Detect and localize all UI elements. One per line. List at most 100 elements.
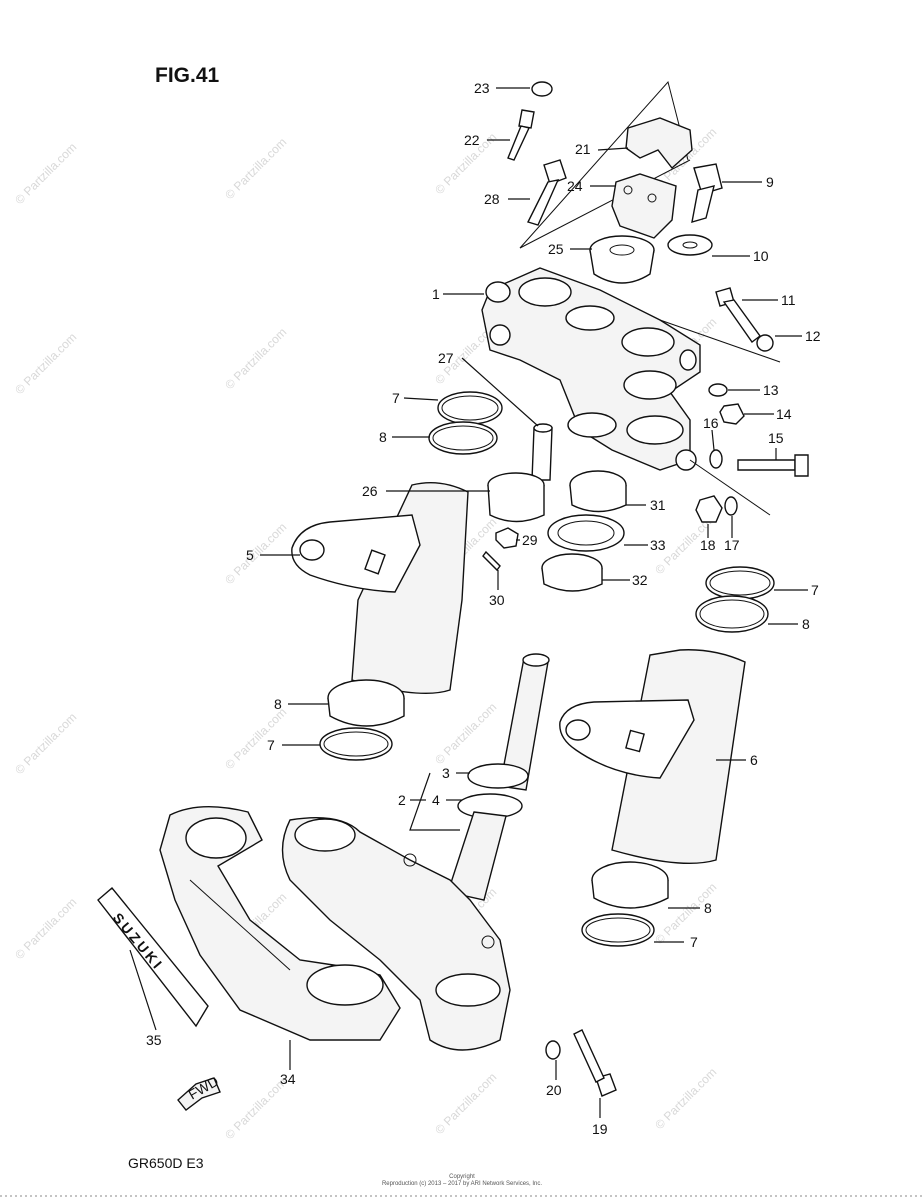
bracket-slot: [364, 549, 386, 575]
callout-2: 2: [398, 792, 406, 808]
copyright-line-1: Copyright: [449, 1174, 475, 1180]
upper-bracket-1: [481, 267, 781, 516]
lower-bracket: [281, 817, 511, 1051]
callout-11: 11: [781, 292, 796, 308]
callout-8: 8: [704, 900, 712, 916]
callout-35: 35: [146, 1032, 162, 1048]
washer-bore: [682, 241, 698, 249]
cushion-bore: [609, 244, 635, 256]
leader: [403, 397, 439, 401]
callout-7: 7: [267, 737, 275, 753]
callout-16: 16: [703, 415, 719, 431]
watermark: © Partzilla.com: [432, 1070, 499, 1137]
hole: [623, 185, 633, 195]
panel-hole: [306, 964, 384, 1006]
headlight-bracket-arm: [559, 699, 695, 779]
bolt-15-head: [794, 454, 809, 477]
bolt-28-head: [543, 159, 567, 185]
spacer-27-top: [533, 423, 553, 433]
ring-7: [437, 391, 503, 425]
panel-hole: [185, 817, 247, 859]
bearing-3: [467, 763, 529, 789]
callout-13: 13: [763, 382, 779, 398]
ring-7: [581, 913, 655, 947]
bracket-ear: [485, 281, 511, 303]
callout-32: 32: [632, 572, 648, 588]
callout-4: 4: [432, 792, 440, 808]
hole: [647, 193, 657, 203]
callout-26: 26: [362, 483, 378, 499]
bracket-ear: [489, 324, 511, 346]
callout-28: 28: [484, 191, 500, 207]
fork-cover-5: [291, 482, 469, 695]
callout-1: 1: [432, 286, 440, 302]
callout-3: 3: [442, 765, 450, 781]
bracket-hole: [626, 415, 684, 445]
bracket-bolt: [403, 853, 417, 867]
watermark: © Partzilla.com: [222, 705, 289, 772]
bolt-11-shank: [722, 299, 761, 343]
callout-19: 19: [592, 1121, 608, 1137]
leader: [409, 772, 460, 831]
watermark: © Partzilla.com: [12, 140, 79, 207]
bolt-15-shank: [737, 459, 796, 471]
bracket-slot: [625, 729, 645, 753]
bolt-22-shank: [507, 125, 530, 161]
ring-7: [705, 566, 775, 600]
ring-8-body: [591, 879, 669, 909]
stem-top: [522, 653, 550, 667]
callout-24: 24: [567, 178, 583, 194]
rings-upper-left: [428, 391, 503, 455]
bolt-19-shank: [573, 1029, 605, 1083]
handlebar-clamp-assembly: [507, 80, 723, 284]
callout-20: 20: [546, 1082, 562, 1098]
nut-18: [695, 495, 723, 523]
bracket-hole: [565, 305, 615, 331]
ring-8-inner: [432, 425, 494, 451]
ring-7-inner: [323, 731, 389, 757]
leader: [461, 357, 539, 427]
cap-23: [531, 81, 553, 97]
bolt-9-shank: [691, 185, 715, 223]
watermark: © Partzilla.com: [222, 520, 289, 587]
bracket-bolt: [481, 935, 495, 949]
callout-9: 9: [766, 174, 774, 190]
watermark: © Partzilla.com: [652, 1065, 719, 1132]
callout-7: 7: [811, 582, 819, 598]
callout-22: 22: [464, 132, 480, 148]
watermark: © Partzilla.com: [222, 135, 289, 202]
callout-21: 21: [575, 141, 591, 157]
ring-7-inner: [585, 917, 651, 943]
ring-7: [319, 727, 393, 761]
explode-guide: [689, 459, 771, 516]
callout-31: 31: [650, 497, 666, 513]
figure-title: FIG.41: [155, 64, 220, 87]
fork-cover-6: [559, 649, 746, 865]
callout-12: 12: [805, 328, 821, 344]
rings-left-lower: [319, 679, 405, 761]
cushion-25-body: [589, 249, 655, 284]
callout-27: 27: [438, 350, 454, 366]
bracket-ear: [675, 449, 697, 471]
panel-34: [159, 806, 401, 1041]
bracket-clamp: [294, 818, 356, 852]
callout-29: 29: [522, 532, 538, 548]
callout-10: 10: [753, 248, 769, 264]
callout-labels: 23 22 21 24 28 9 25 10 1 11 12 27 13 7 1…: [146, 80, 821, 1137]
ring-8-body: [327, 697, 405, 727]
panel-rib: [189, 879, 291, 971]
washer-10: [667, 234, 713, 256]
arrow-icon: [177, 1077, 221, 1111]
leader-lines: [129, 87, 808, 1118]
badge-text: SUZUKI: [110, 910, 167, 974]
bracket-hole: [623, 370, 677, 400]
steering-stem-2: [447, 653, 550, 901]
explode-guide: [519, 159, 691, 249]
ring-7-inner: [709, 570, 771, 596]
holder-lower-24: [611, 173, 677, 239]
ring-33-inner: [557, 520, 615, 546]
pin-30: [482, 550, 501, 572]
bracket-hole: [567, 412, 617, 438]
callout-14: 14: [776, 406, 792, 422]
ring-7-inner: [441, 395, 499, 421]
